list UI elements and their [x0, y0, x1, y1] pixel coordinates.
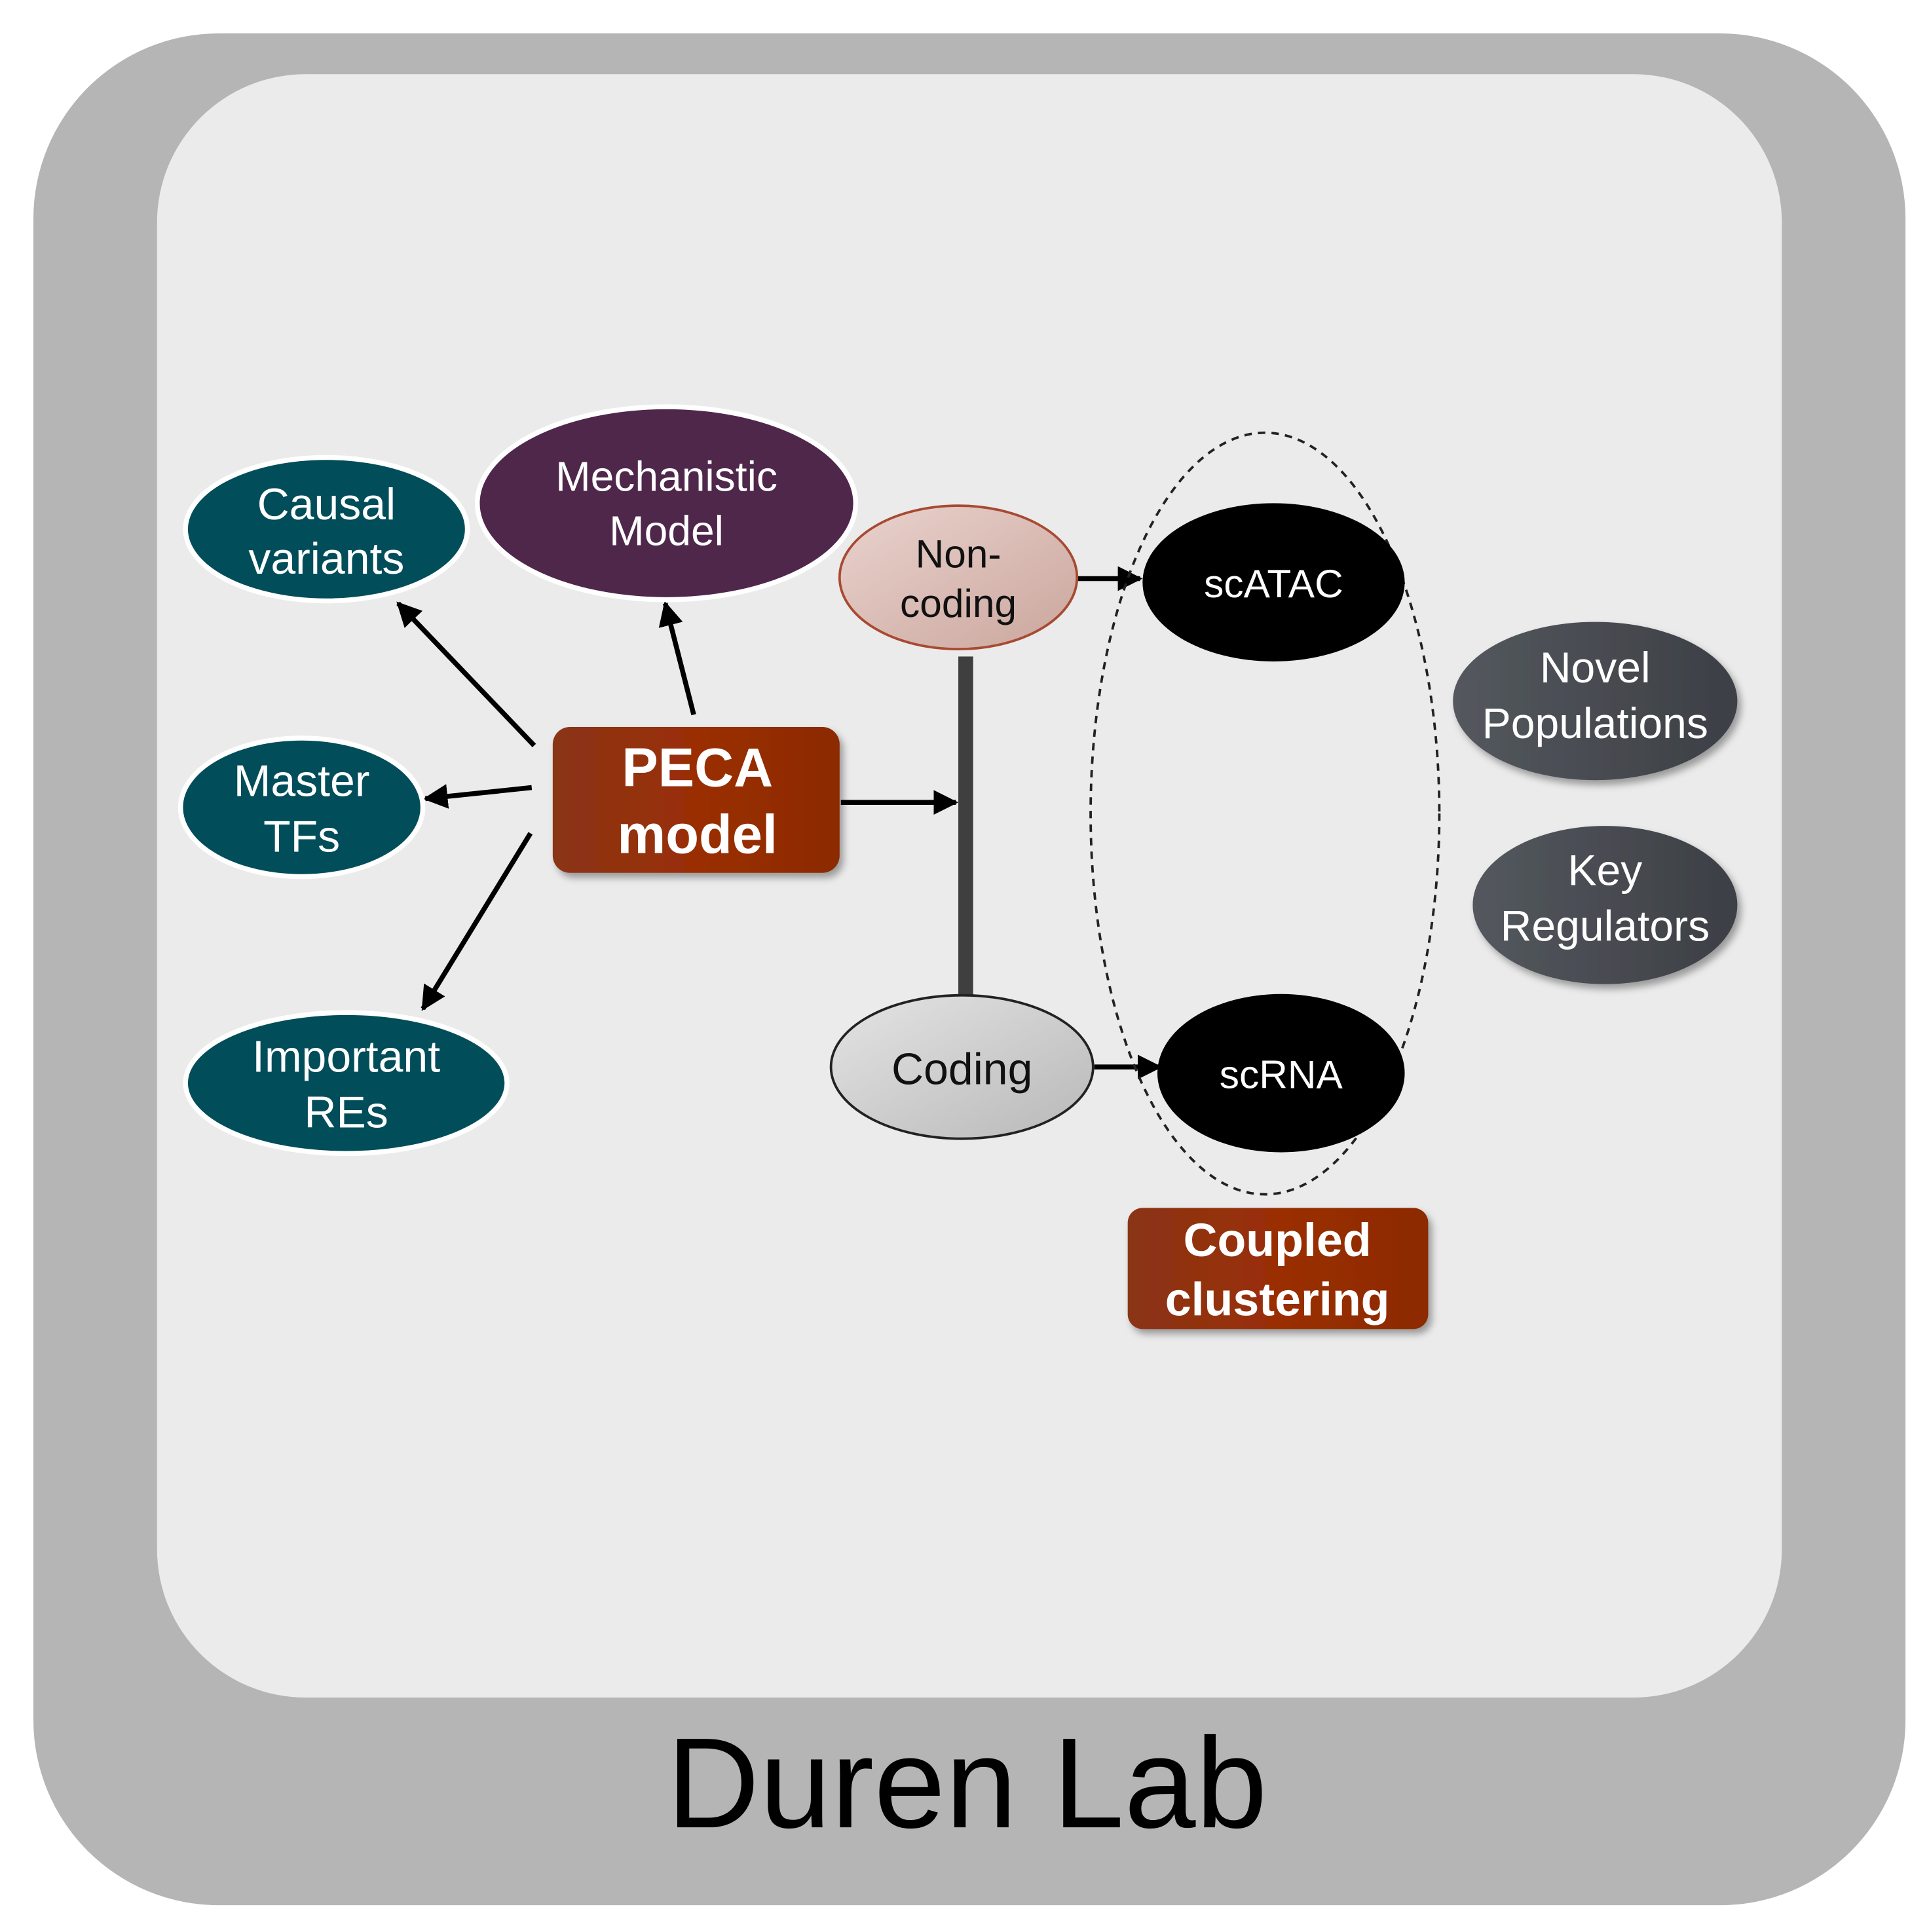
scrna-label: scRNA: [1220, 1052, 1343, 1096]
mechanistic-model-line2: Model: [609, 508, 724, 555]
coupled-clustering-group-outline: [1089, 431, 1441, 1196]
node-important-res: Important REs: [183, 1010, 510, 1157]
coding-noncoding-bar: [958, 656, 973, 997]
coding-label: Coding: [891, 1045, 1032, 1094]
important-res-line1: Important: [252, 1032, 440, 1082]
node-novel-populations: Novel Populations: [1453, 622, 1738, 781]
node-master-tfs: Master TFs: [178, 735, 426, 880]
node-causal-variants: Causal variants: [183, 455, 470, 604]
node-coding: Coding: [829, 994, 1095, 1140]
arrow-peca-to-master-tfs: [422, 784, 533, 809]
arrow-peca-to-causal-variants: [396, 601, 536, 747]
non-coding-line2: coding: [900, 581, 1017, 625]
node-peca-model: PECA model: [552, 727, 840, 873]
important-res-line2: REs: [304, 1088, 388, 1138]
node-key-regulators: Key Regulators: [1472, 826, 1738, 984]
coupled-clustering-line1: Coupled: [1184, 1214, 1372, 1267]
master-tfs-line1: Master: [234, 756, 370, 806]
causal-variants-line2: variants: [248, 534, 404, 584]
node-mechanistic-model: Mechanistic Model: [474, 404, 859, 603]
lab-name-label: Duren Lab: [667, 1711, 1267, 1855]
causal-variants-line1: Causal: [257, 479, 396, 529]
key-regulators-line2: Regulators: [1501, 902, 1710, 951]
non-coding-line1: Non-: [916, 532, 1002, 576]
mechanistic-model-line1: Mechanistic: [555, 453, 777, 500]
node-non-coding: Non- coding: [838, 504, 1079, 650]
coupled-clustering-line2: clustering: [1165, 1274, 1390, 1326]
arrow-peca-to-important-res: [421, 832, 533, 1011]
master-tfs-line2: TFs: [263, 812, 340, 862]
node-scatac: scATAC: [1142, 503, 1405, 661]
node-coupled-clustering: Coupled clustering: [1127, 1208, 1429, 1329]
novel-populations-line1: Novel: [1540, 644, 1651, 692]
peca-model-line1: PECA: [622, 737, 773, 798]
peca-model-line2: model: [617, 804, 777, 865]
scatac-label: scATAC: [1204, 561, 1343, 606]
arrow-peca-to-mechanistic-model: [658, 601, 696, 716]
novel-populations-line2: Populations: [1482, 699, 1708, 748]
key-regulators-line1: Key: [1567, 847, 1642, 895]
node-scrna: scRNA: [1157, 994, 1405, 1153]
